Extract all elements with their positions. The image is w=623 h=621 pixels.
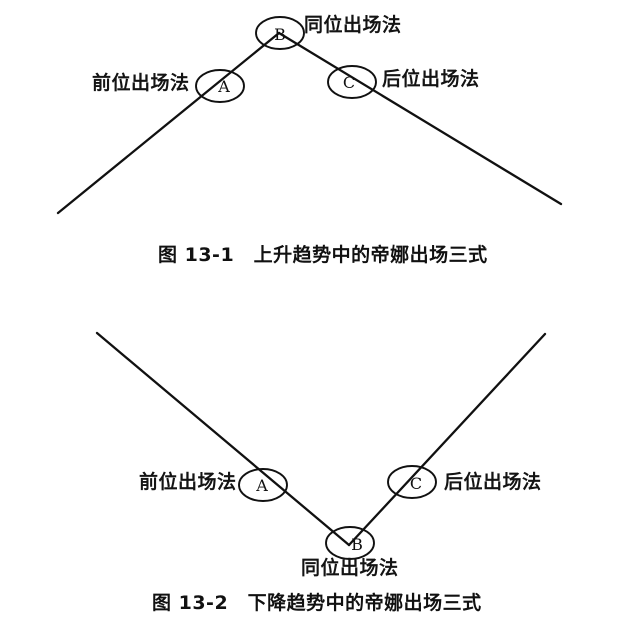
fig2-caption: 图 13‑2 下降趋势中的帝娜出场三式 bbox=[152, 592, 482, 614]
fig2-label-same-exit: 同位出场法 bbox=[301, 557, 399, 579]
figure-13-2-graphic: A B C bbox=[95, 331, 547, 560]
fig2-label-front-exit: 前位出场法 bbox=[139, 471, 237, 493]
figure-13-1-graphic: A B C bbox=[56, 16, 563, 215]
fig2-node-c-letter: C bbox=[410, 474, 422, 493]
fig1-node-b-circle bbox=[255, 16, 305, 50]
fig2-node-a-letter: A bbox=[255, 476, 268, 495]
fig2-node-b-letter: B bbox=[351, 535, 363, 554]
fig2-label-rear-exit: 后位出场法 bbox=[444, 471, 542, 493]
fig2-falling-trendline bbox=[95, 331, 351, 547]
fig1-node-a-letter: A bbox=[217, 77, 230, 96]
fig2-node-a-circle bbox=[238, 468, 288, 502]
fig1-falling-trendline bbox=[277, 31, 563, 206]
fig1-node-a-circle bbox=[195, 69, 245, 103]
fig1-caption: 图 13‑1 上升趋势中的帝娜出场三式 bbox=[158, 244, 488, 266]
fig1-label-rear-exit: 后位出场法 bbox=[382, 68, 480, 90]
fig1-node-c-circle bbox=[327, 65, 377, 99]
fig2-node-b-circle bbox=[325, 526, 375, 560]
fig1-label-same-exit: 同位出场法 bbox=[304, 14, 402, 36]
fig1-label-front-exit: 前位出场法 bbox=[92, 72, 190, 94]
fig1-node-b-letter: B bbox=[274, 25, 286, 44]
fig2-rising-trendline bbox=[347, 332, 547, 547]
fig2-node-c-circle bbox=[387, 465, 437, 499]
fig1-rising-trendline bbox=[56, 31, 281, 215]
fig1-node-c-letter: C bbox=[343, 73, 355, 92]
